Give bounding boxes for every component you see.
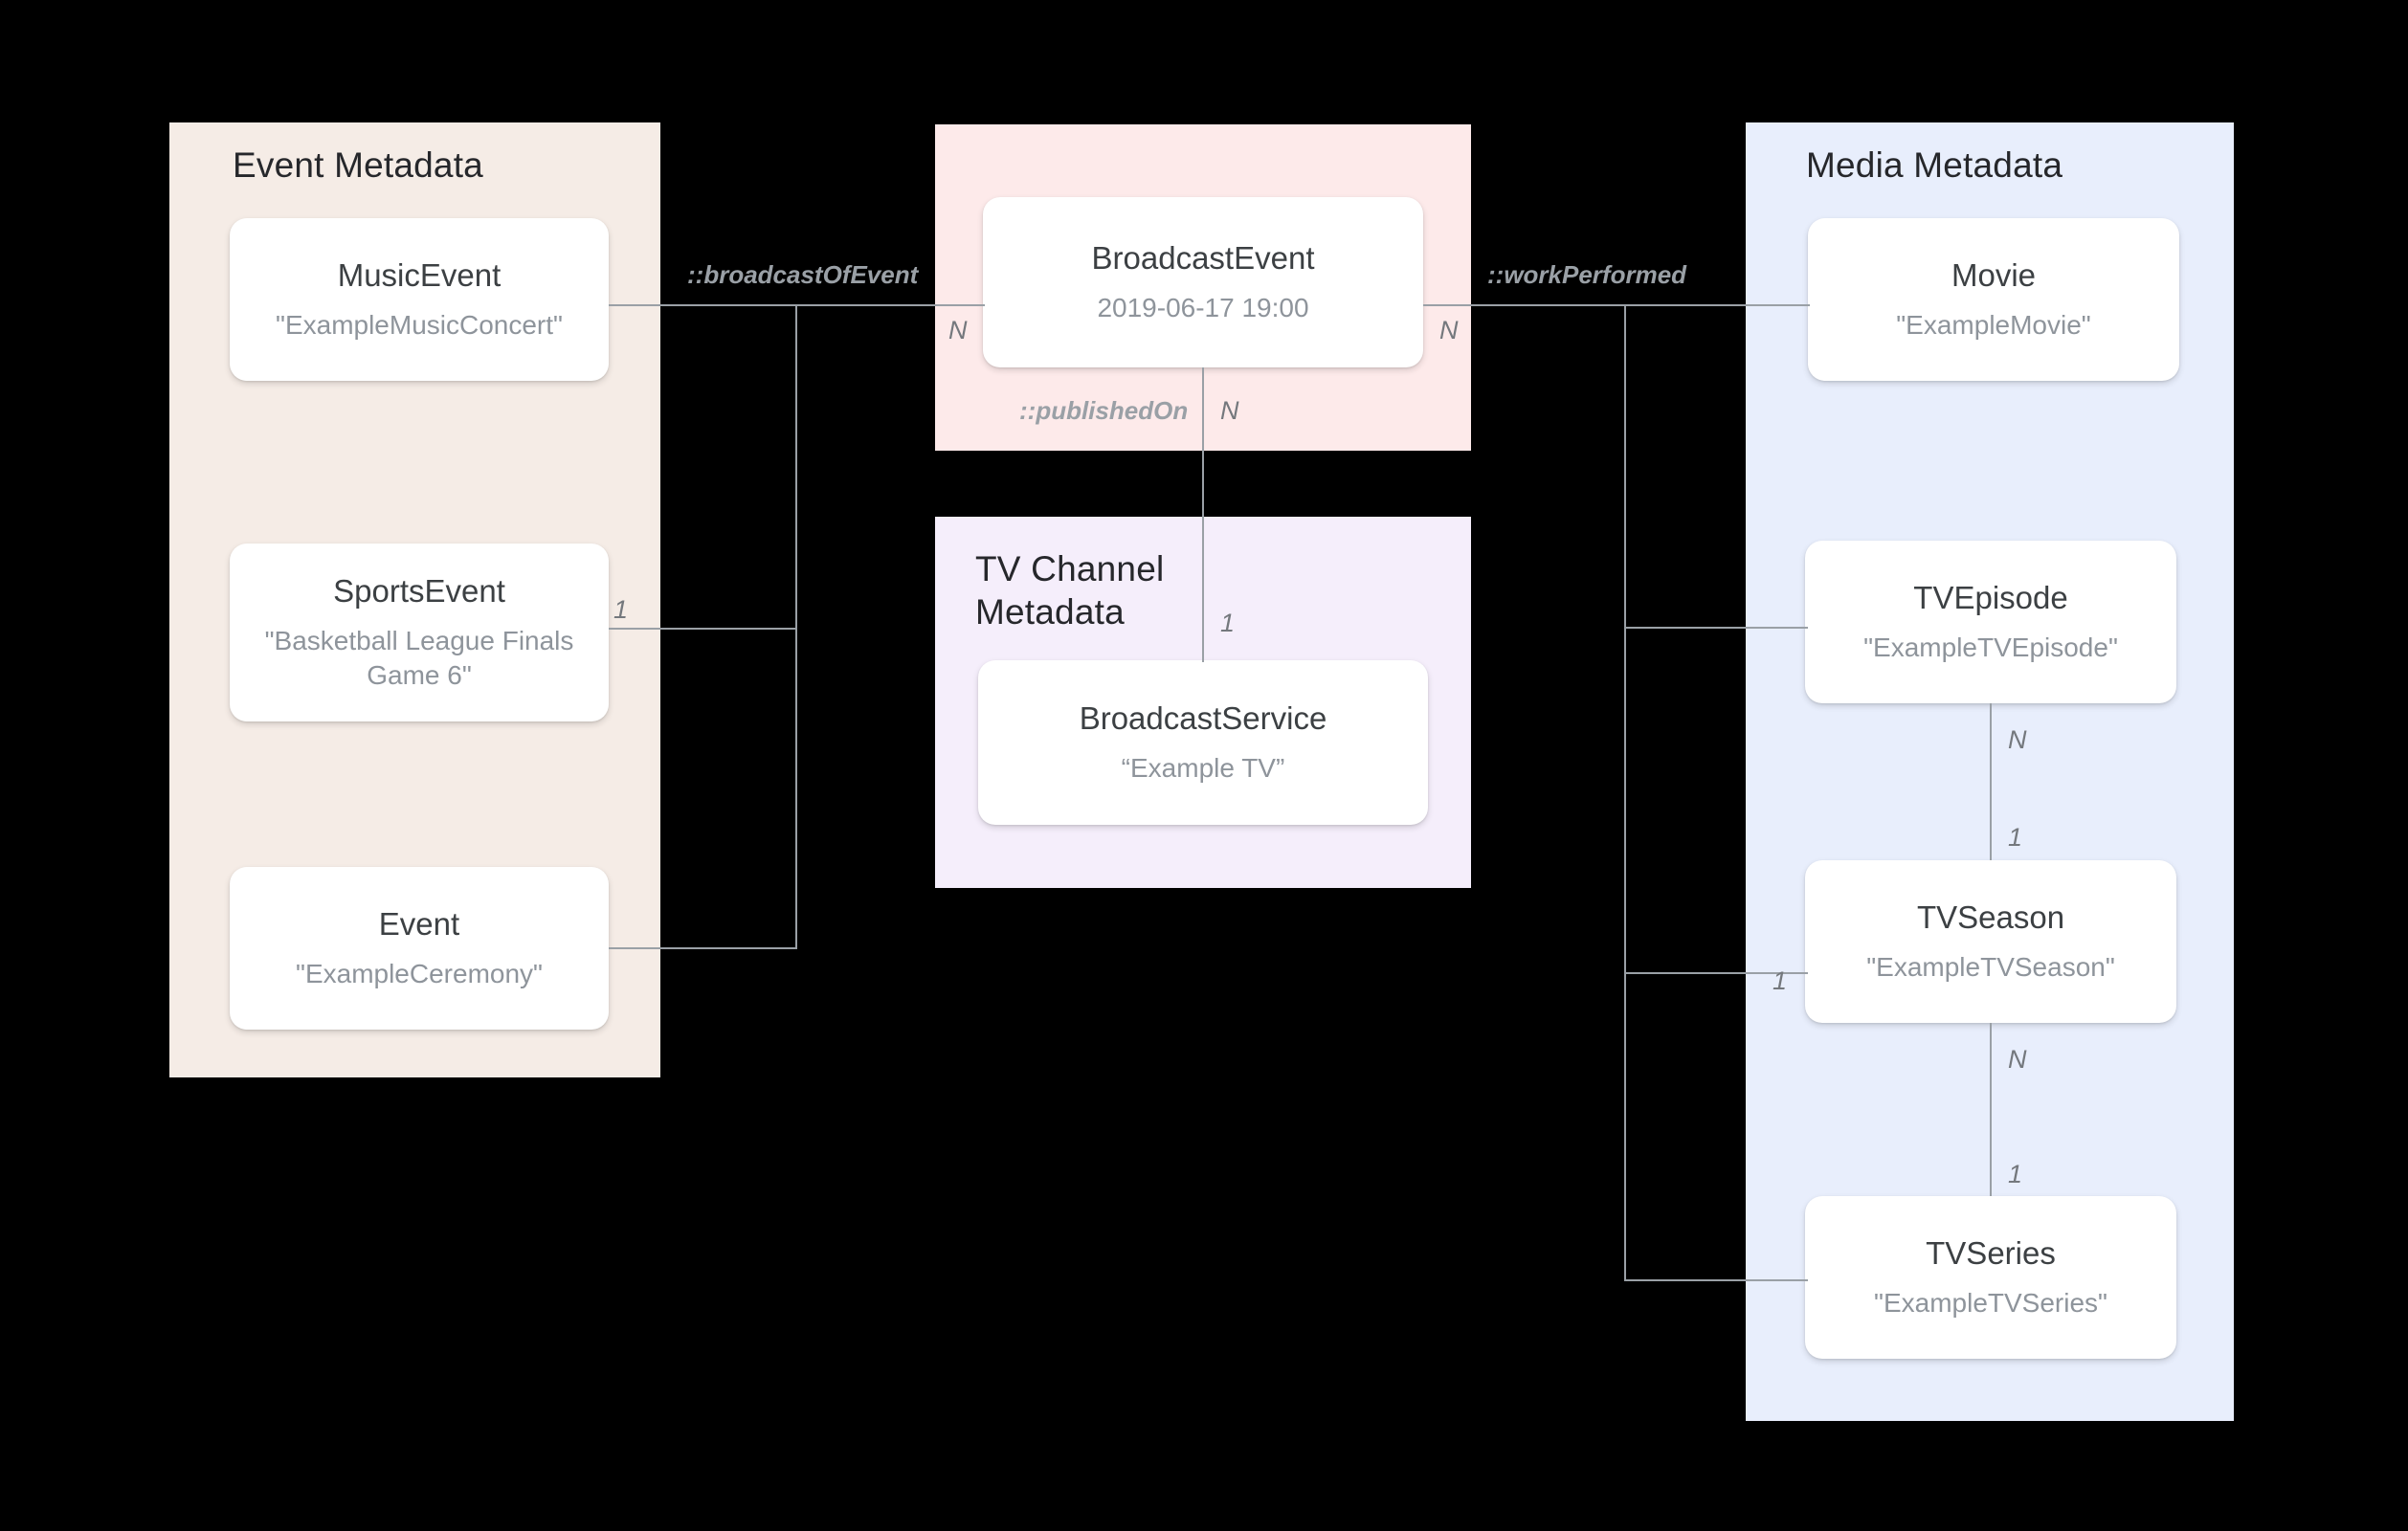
connector-tv-episode-to-tv-season [1990, 703, 1992, 860]
node-tv-episode[interactable]: TVEpisode "ExampleTVEpisode" [1805, 541, 2176, 703]
panel-title-media-metadata: Media Metadata [1806, 145, 2063, 185]
node-subtitle: "ExampleCeremony" [296, 959, 543, 988]
connector-trunk-to-tv-season [1624, 972, 1808, 974]
node-subtitle: "ExampleTVEpisode" [1863, 632, 2118, 662]
connector-right-trunk [1624, 304, 1626, 1281]
node-subtitle: "ExampleMovie" [1896, 310, 2091, 340]
node-subtitle: "Basketball League Finals Game 6" [264, 626, 574, 690]
node-broadcast-event[interactable]: BroadcastEvent 2019-06-17 19:00 [983, 197, 1423, 367]
node-broadcast-service[interactable]: BroadcastService “Example TV” [978, 660, 1428, 825]
node-title: BroadcastEvent [1091, 240, 1315, 276]
cardinality-broadcast-event-left: N [948, 316, 968, 344]
panel-title-event-metadata: Event Metadata [233, 145, 483, 185]
connector-trunk-to-movie [1624, 304, 1810, 306]
node-title: MusicEvent [337, 257, 502, 293]
connector-broadcast-event-to-broadcast-service [1202, 367, 1204, 662]
connector-broadcast-event-to-right-trunk [1423, 304, 1626, 306]
cardinality-tv-episode-to-season-one: 1 [2008, 823, 2023, 852]
cardinality-published-on-top: N [1220, 396, 1239, 425]
node-title: Event [378, 906, 460, 942]
cardinality-tv-season-left: 1 [1773, 966, 1788, 995]
connector-trunk-to-tv-episode [1624, 627, 1808, 629]
connector-trunk-to-broadcast-event [795, 304, 985, 306]
node-title: TVSeries [1926, 1235, 2056, 1271]
cardinality-published-on-bottom: 1 [1220, 609, 1236, 637]
connector-trunk-to-tv-series [1624, 1279, 1808, 1281]
node-subtitle: "ExampleTVSeries" [1874, 1288, 2107, 1318]
node-movie[interactable]: Movie "ExampleMovie" [1808, 218, 2179, 381]
cardinality-sports-event-to-trunk: 1 [613, 595, 629, 624]
node-subtitle: 2019-06-17 19:00 [1097, 293, 1309, 322]
node-subtitle: "ExampleMusicConcert" [276, 310, 563, 340]
node-subtitle: “Example TV” [1121, 753, 1285, 783]
node-title: SportsEvent [333, 573, 505, 609]
cardinality-broadcast-event-right: N [1439, 316, 1459, 344]
node-tv-series[interactable]: TVSeries "ExampleTVSeries" [1805, 1196, 2176, 1359]
node-title: BroadcastService [1079, 700, 1327, 736]
panel-title-tv-channel-metadata: TV Channel Metadata [975, 549, 1165, 632]
relation-label-published-on: ::publishedOn [1019, 396, 1189, 425]
connector-tv-season-to-tv-series [1990, 1023, 1992, 1196]
cardinality-tv-episode-to-season-n: N [2008, 725, 2027, 754]
connector-music-event-to-trunk [609, 304, 796, 306]
node-music-event[interactable]: MusicEvent "ExampleMusicConcert" [230, 218, 609, 381]
node-title: Movie [1951, 257, 2037, 293]
node-sports-event[interactable]: SportsEvent "Basketball League Finals Ga… [230, 544, 609, 721]
node-title: TVSeason [1916, 899, 2065, 935]
node-event[interactable]: Event "ExampleCeremony" [230, 867, 609, 1030]
relation-label-work-performed: ::workPerformed [1487, 260, 1687, 289]
node-tv-season[interactable]: TVSeason "ExampleTVSeason" [1805, 860, 2176, 1023]
node-subtitle: "ExampleTVSeason" [1866, 952, 2115, 982]
node-title: TVEpisode [1913, 580, 2068, 615]
cardinality-tv-season-to-series-n: N [2008, 1045, 2027, 1074]
connector-left-trunk [795, 304, 797, 949]
connector-sports-event-to-trunk [609, 628, 796, 630]
relation-label-broadcast-of-event: ::broadcastOfEvent [687, 260, 919, 289]
connector-event-to-trunk [609, 947, 796, 949]
cardinality-tv-season-to-series-one: 1 [2008, 1160, 2023, 1188]
